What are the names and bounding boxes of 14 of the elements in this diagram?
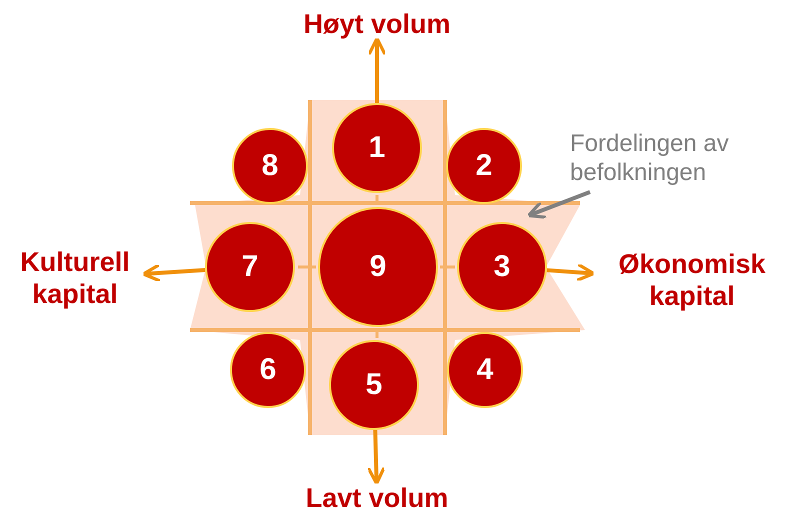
arrow xyxy=(366,430,386,486)
arrow xyxy=(367,36,387,103)
numbered-circle: 8 xyxy=(232,128,308,204)
axis-label: Lavt volum xyxy=(257,482,497,514)
arrow xyxy=(526,190,591,219)
annotation-text: Fordelingen av befolkningen xyxy=(570,130,780,188)
axis-label: Kulturell kapital xyxy=(5,246,145,311)
axis-label: Økonomisk kapital xyxy=(592,248,792,313)
axis-label: Høyt volum xyxy=(257,8,497,40)
numbered-circle: 4 xyxy=(447,332,523,408)
numbered-circle: 6 xyxy=(230,332,306,408)
arrow xyxy=(546,262,596,282)
arrow xyxy=(142,263,206,283)
numbered-circle: 2 xyxy=(446,128,522,204)
